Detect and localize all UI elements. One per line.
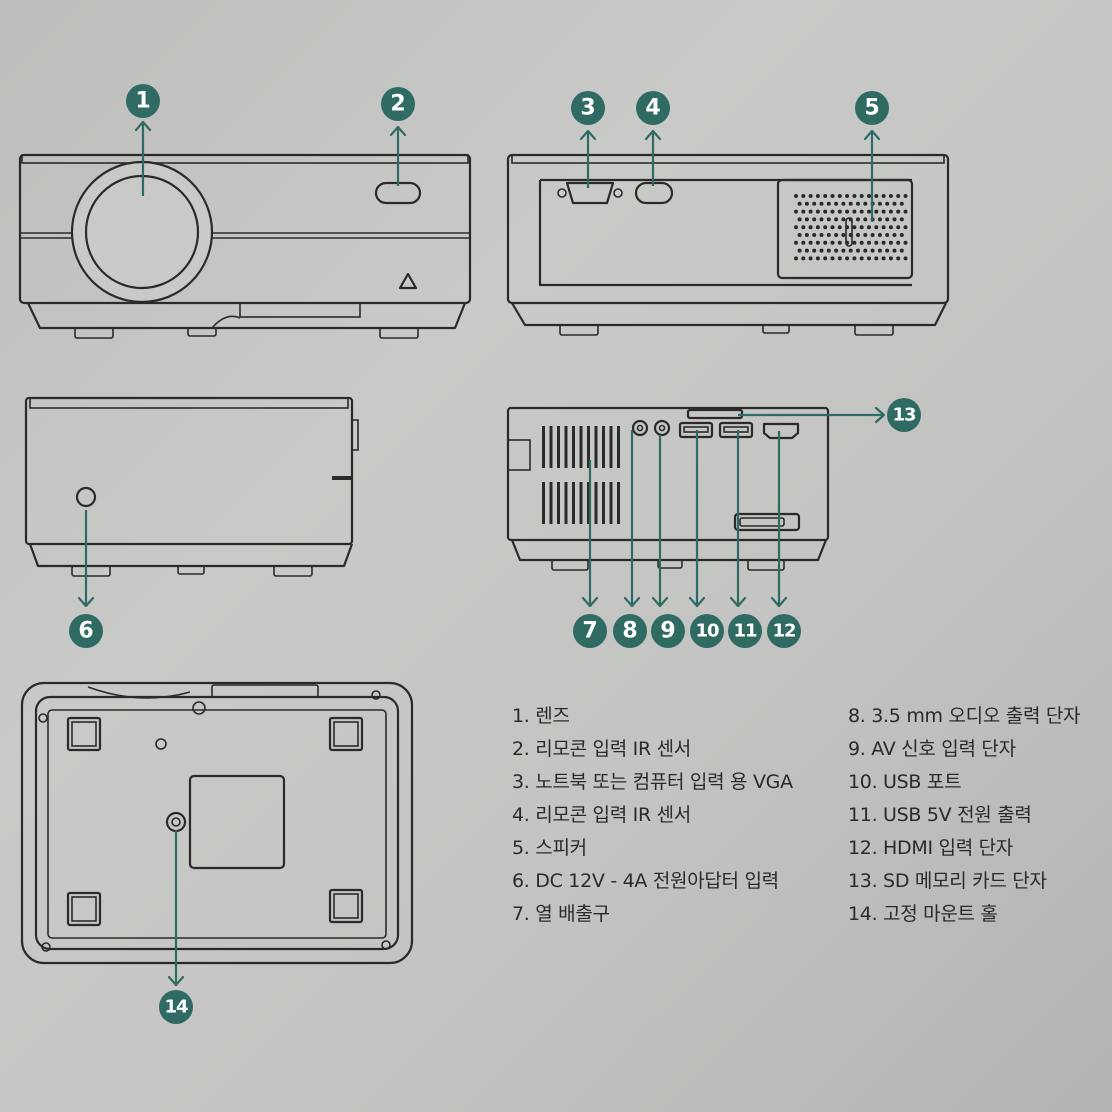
mount-hole-icon [165, 811, 187, 833]
legend-item-1: 1. 렌즈 [512, 705, 570, 727]
side-view [24, 396, 359, 577]
heat-vent-top [542, 426, 620, 468]
callout-2: 2 [381, 87, 415, 121]
svg-text:11: 11 [733, 621, 757, 642]
callout-13: 13 [887, 398, 921, 432]
heat-vent-bottom [542, 482, 620, 524]
legend-item-2: 2. 리모콘 입력 IR 센서 [512, 738, 691, 760]
legend-item-6: 6. DC 12V - 4A 전원아답터 입력 [512, 870, 779, 892]
callout-3: 3 [571, 91, 605, 125]
svg-text:5: 5 [864, 96, 879, 121]
legend-item-13: 13. SD 메모리 카드 단자 [848, 870, 1047, 892]
legend-item-8: 8. 3.5 mm 오디오 출력 단자 [848, 705, 1081, 727]
legend-item-14: 14. 고정 마운트 홀 [848, 903, 998, 925]
hdmi-port-icon [762, 422, 800, 440]
av-jack-icon [653, 419, 671, 437]
vga-port-icon [565, 181, 615, 205]
callout-6: 6 [69, 614, 103, 648]
svg-text:3: 3 [580, 96, 595, 121]
svg-text:4: 4 [645, 96, 660, 121]
svg-text:1: 1 [135, 89, 150, 114]
legend-column-2: 8. 3.5 mm 오디오 출력 단자 9. AV 신호 입력 단자 10. U… [848, 700, 1081, 931]
legend-item-9: 9. AV 신호 입력 단자 [848, 738, 1016, 760]
callout-11: 11 [728, 614, 762, 648]
svg-text:7: 7 [582, 619, 597, 644]
svg-text:9: 9 [660, 619, 675, 644]
usb-power-port-icon [718, 421, 754, 439]
svg-text:6: 6 [78, 619, 93, 644]
callout-8: 8 [613, 614, 647, 648]
svg-text:13: 13 [892, 405, 916, 426]
legend-item-10: 10. USB 포트 [848, 771, 962, 793]
callout-1: 1 [126, 84, 160, 118]
legend-item-3: 3. 노트북 또는 컴퓨터 입력 용 VGA [512, 771, 793, 793]
callout-12: 12 [767, 614, 801, 648]
callout-arrows [77, 120, 886, 987]
callout-4: 4 [636, 91, 670, 125]
callout-10: 10 [690, 614, 724, 648]
callout-14: 14 [159, 990, 193, 1024]
svg-text:2: 2 [390, 92, 405, 117]
legend-item-11: 11. USB 5V 전원 출력 [848, 804, 1032, 826]
svg-text:10: 10 [695, 621, 719, 642]
dc-power-port-icon [75, 486, 97, 508]
callout-9: 9 [651, 614, 685, 648]
legend-item-7: 7. 열 배출구 [512, 903, 610, 925]
audio-jack-icon [631, 419, 649, 437]
svg-text:14: 14 [164, 997, 188, 1018]
callout-5: 5 [855, 91, 889, 125]
bottom-view [20, 681, 414, 965]
legend-column-1: 1. 렌즈 2. 리모콘 입력 IR 센서 3. 노트북 또는 컴퓨터 입력 용… [512, 700, 793, 931]
legend-item-5: 5. 스피커 [512, 837, 587, 859]
power-switch-icon [733, 512, 801, 532]
back-view [506, 153, 950, 336]
front-view [18, 153, 472, 339]
speaker-grille [794, 194, 908, 261]
svg-text:12: 12 [772, 621, 795, 642]
legend-item-12: 12. HDMI 입력 단자 [848, 837, 1013, 859]
svg-text:8: 8 [622, 619, 637, 644]
triangle-icon [398, 272, 418, 290]
sd-card-slot-icon [686, 408, 744, 420]
callout-7: 7 [573, 614, 607, 648]
legend-item-4: 4. 리모콘 입력 IR 센서 [512, 804, 691, 826]
